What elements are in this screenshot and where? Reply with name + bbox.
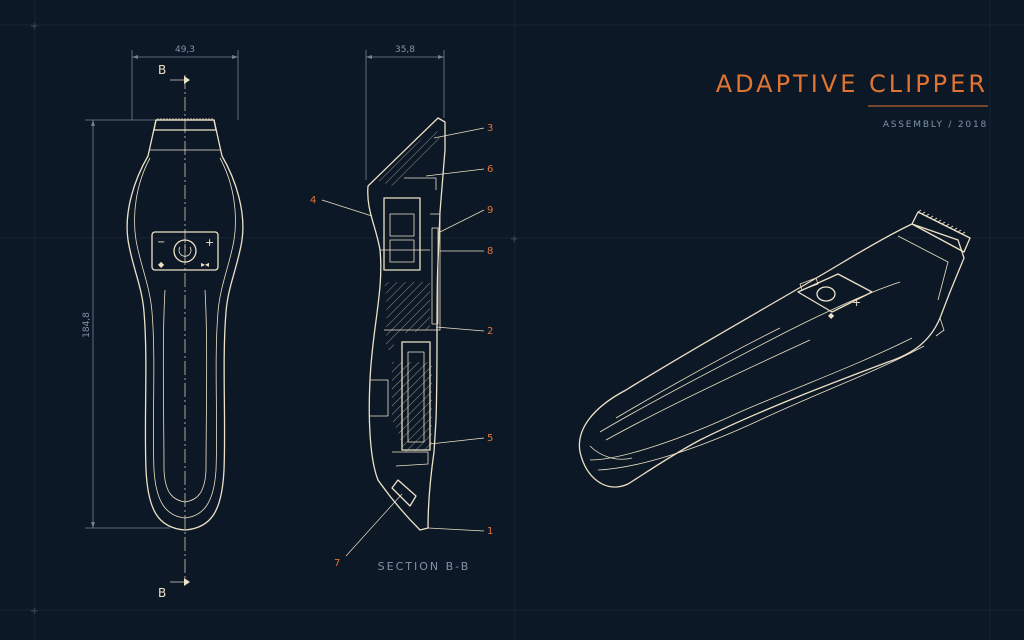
callout-6: 6 — [487, 164, 493, 175]
callout-3: 3 — [487, 123, 493, 134]
perspective-control-panel — [797, 273, 873, 313]
callout-7: 7 — [334, 558, 340, 569]
front-body-outline — [126, 119, 244, 531]
width-dimension: 49,3 — [175, 45, 195, 55]
perspective-view: + ◆ — [578, 209, 971, 488]
mode-icon-right: ▸◂ — [201, 260, 209, 269]
power-button-icon — [173, 239, 197, 263]
svg-text:+: + — [510, 234, 518, 245]
perspective-mode-icon: ◆ — [828, 311, 835, 320]
screw-7 — [391, 479, 417, 507]
section-mark-top: B — [158, 63, 166, 77]
depth-dimension: 35,8 — [395, 45, 415, 55]
minus-icon: − — [157, 237, 165, 248]
height-dimension: 184,8 — [82, 312, 92, 338]
perspective-blade — [911, 211, 971, 253]
section-label: SECTION B-B — [378, 560, 471, 573]
section-mark-bottom: B — [158, 586, 166, 600]
title-block: ADAPTIVE CLIPPER ASSEMBLY / 2018 — [716, 70, 988, 130]
mode-icon: ◆ — [158, 260, 165, 269]
svg-text:+: + — [30, 606, 38, 617]
front-control-panel — [151, 231, 219, 271]
callout-1: 1 — [487, 526, 493, 537]
drawing-title: ADAPTIVE CLIPPER — [716, 70, 988, 98]
section-body-outline — [367, 117, 446, 531]
callout-9: 9 — [487, 205, 493, 216]
callout-2: 2 — [487, 326, 493, 337]
callout-5: 5 — [487, 433, 493, 444]
perspective-power-icon — [816, 286, 836, 302]
plus-icon: + — [205, 236, 214, 249]
battery-cell — [401, 341, 431, 451]
perspective-plus-icon: + — [852, 296, 861, 309]
front-blade — [153, 119, 217, 131]
svg-text:+: + — [30, 21, 38, 32]
front-view: 49,3 184,8 B B − + ◆ ▸◂ — [82, 45, 244, 600]
callout-4: 4 — [310, 195, 316, 206]
motor-block — [383, 197, 421, 271]
perspective-body-outline — [578, 223, 965, 488]
drawing-subtitle: ASSEMBLY / 2018 — [883, 120, 988, 130]
section-view: 35,8 3 6 4 9 8 2 5 1 7 — [310, 45, 493, 573]
callout-8: 8 — [487, 246, 493, 257]
